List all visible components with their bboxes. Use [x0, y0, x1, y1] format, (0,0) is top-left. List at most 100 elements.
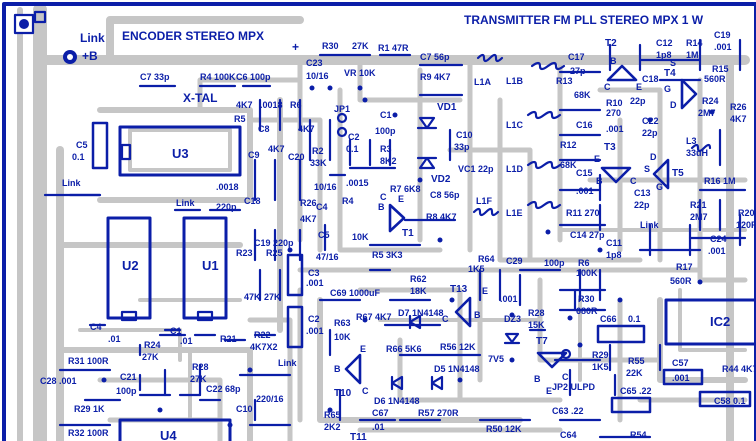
t5-label: T5: [672, 168, 684, 179]
c18v-label: 22p: [630, 96, 646, 106]
c5b-label: C5: [318, 230, 330, 240]
link-b-label: Link: [278, 358, 297, 368]
r21-label: R21: [690, 200, 707, 210]
c4-label: C4: [316, 202, 328, 212]
c1v-label: 100p: [375, 126, 396, 136]
r30v-label: 27K: [352, 41, 369, 51]
k10-label: 10K: [352, 232, 369, 242]
c220b-label: 220/16: [256, 394, 284, 404]
plus-b-label: +B: [82, 49, 98, 63]
c15-label: C15: [576, 168, 593, 178]
link-u-label: Link: [176, 198, 195, 208]
c9v-label: 4K7: [268, 144, 285, 154]
c66-label: C66: [600, 314, 617, 324]
l1c-label: L1C: [506, 120, 524, 130]
r20v-label: 120R: [736, 220, 756, 230]
r12-label: R12: [560, 140, 577, 150]
c5-label: C5: [76, 140, 88, 150]
t4-label: T4: [664, 68, 676, 79]
jp1-label: JP1: [334, 104, 350, 114]
r32-label: R32 100R: [68, 428, 109, 438]
silkscreen-labels: TRANSMITTER FM PLL STEREO MPX 1 WENCODER…: [40, 13, 756, 441]
pin-e-label: E: [546, 386, 552, 396]
pin-b-label: B: [534, 374, 541, 384]
c12-label: C12: [656, 38, 673, 48]
c67-label: C67: [372, 408, 389, 418]
r6v-label: 4K7: [298, 124, 315, 134]
r65-label: R65: [324, 410, 341, 420]
c16-label: C16: [576, 120, 593, 130]
r21b-label: R21: [220, 334, 237, 344]
pin-b-label: B: [474, 310, 481, 320]
t11-label: T11: [350, 432, 367, 441]
pin-e-label: E: [636, 82, 642, 92]
r17-label: R17: [676, 262, 693, 272]
pin-e-label: E: [482, 286, 488, 296]
r63v-label: 10K: [334, 332, 351, 342]
pin-d-label: D: [650, 152, 657, 162]
r28-label: R28: [528, 308, 545, 318]
r66-label: R66 5K6: [386, 344, 422, 354]
c3v-label: .001: [306, 278, 324, 288]
c9-label: C9: [248, 150, 260, 160]
pin-s-label: S: [670, 58, 676, 68]
c11v-label: 1p8: [606, 250, 622, 260]
r15v-label: 560R: [704, 74, 726, 84]
c2bv-label: .001: [306, 326, 324, 336]
r5-label: R5: [234, 114, 246, 124]
pin-e-label: E: [594, 154, 600, 164]
vd2-label: VD2: [431, 174, 451, 185]
r26b-label: R26: [300, 198, 317, 208]
c21-label: C21: [120, 372, 137, 382]
l1d-label: L1D: [506, 164, 524, 174]
r4-label: R4 100K: [200, 72, 236, 82]
c10v-label: 33p: [454, 142, 470, 152]
u4-label: U4: [160, 428, 177, 441]
c18-label: C18: [642, 74, 659, 84]
d5-label: D5 1N4148: [434, 364, 480, 374]
pin-d-label: D: [670, 100, 677, 110]
c5v-label: 0.1: [72, 152, 85, 162]
r63-label: R63: [334, 318, 351, 328]
r16-label: R16 1M: [704, 176, 736, 186]
r17v-label: 560R: [670, 276, 692, 286]
c12v-label: 1p8: [656, 50, 672, 60]
c5bv-label: 47/16: [316, 252, 339, 262]
c29v-label: .001: [500, 294, 518, 304]
c58-label: C58 0.1: [714, 396, 746, 406]
u2-label: U2: [122, 258, 139, 273]
r64v-label: 1K5: [468, 264, 485, 274]
c4cv-label: .01: [108, 334, 121, 344]
title-label: TRANSMITTER FM PLL STEREO MPX 1 W: [464, 13, 704, 27]
r26-label: R26: [730, 102, 747, 112]
c13-label: C13: [634, 188, 651, 198]
c22v-label: 22p: [642, 128, 658, 138]
r20-label: R20: [738, 208, 755, 218]
pin-c-label: C: [562, 372, 569, 382]
c7b-label: C7 56p: [420, 52, 450, 62]
c67v-label: .01: [372, 422, 385, 432]
r10v-label: 270: [606, 108, 621, 118]
r28bv-label: 27K: [190, 374, 207, 384]
c1bv-label: .01: [180, 336, 193, 346]
r24-label: R24: [702, 96, 719, 106]
r2v-label: 33K: [310, 158, 327, 168]
t10-label: T10: [334, 388, 352, 399]
c6-label: C6 100p: [236, 72, 271, 82]
c8b-label: C8 56p: [430, 190, 460, 200]
r12v-label: 68K: [560, 160, 577, 170]
pin-e-label: E: [398, 194, 404, 204]
r25-label: R25: [266, 248, 283, 258]
r3v-label: 8K2: [380, 156, 397, 166]
r55-label: R55: [628, 356, 645, 366]
t13-label: T13: [450, 284, 468, 295]
r15-label: R15: [712, 64, 729, 74]
c28-label: C28 .001: [40, 376, 77, 386]
c18b-label: C18: [244, 196, 261, 206]
c57v-label: .001: [672, 373, 690, 383]
pin-s-label: S: [644, 164, 650, 174]
l3-label: L3: [686, 136, 697, 146]
r13-label: R13: [556, 76, 573, 86]
r30b-label: R30: [578, 294, 595, 304]
r14-label: R14: [686, 38, 703, 48]
